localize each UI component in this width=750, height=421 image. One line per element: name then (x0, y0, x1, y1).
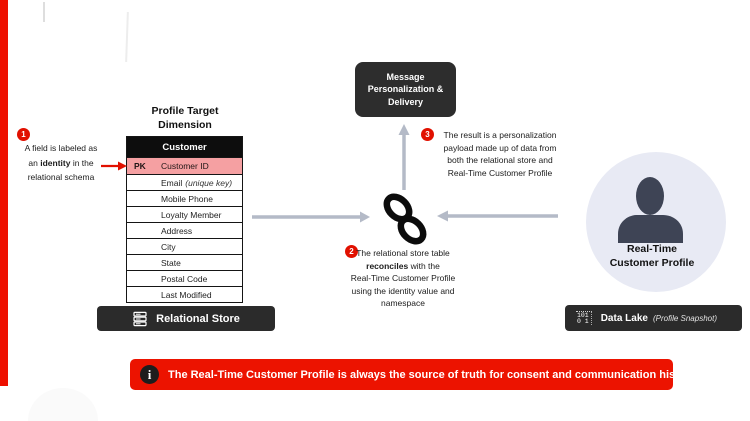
table-header-customer: Customer (127, 137, 242, 157)
profile-label-line1: Real-Time (627, 243, 677, 255)
table-row: Email (unique key) (127, 174, 242, 190)
table-title: Profile Target Dimension (118, 104, 252, 132)
row-label: Address (161, 225, 193, 236)
table-row: Postal Code (127, 270, 242, 286)
row-label: Mobile Phone (161, 193, 213, 204)
artifact-mark (43, 2, 45, 22)
annotation-line: Real-Time Customer Profile (447, 167, 553, 178)
right-to-center-arrow (437, 210, 558, 222)
annotation-2-badge: 2 (345, 245, 358, 258)
person-icon (618, 177, 683, 243)
data-lake-note: (Profile Snapshot) (652, 313, 717, 323)
annotation-line: reconciles with the (366, 260, 440, 271)
annotation-line: The relational store table (356, 248, 450, 258)
message-personalization-box: Message Personalization & Delivery (355, 62, 456, 117)
row-label: Postal Code (161, 273, 208, 284)
row-label: Email (161, 177, 183, 188)
info-icon: i (140, 365, 159, 384)
table-row: Mobile Phone (127, 190, 242, 206)
profile-circle-label: Real-Time Customer Profile (582, 243, 722, 270)
relational-store-badge: Relational Store (97, 306, 275, 331)
table-row: Loyalty Member (127, 206, 242, 222)
pk-value-label: Customer ID (161, 161, 209, 171)
source-of-truth-banner: i The Real-Time Customer Profile is alwa… (130, 359, 696, 390)
table-row-pk: PK Customer ID (127, 157, 242, 174)
row-label: City (161, 241, 176, 252)
left-edge-accent-bar (0, 0, 8, 386)
table-title-line1: Profile Target (151, 105, 219, 117)
row-note: (unique key) (185, 177, 233, 188)
message-box-line2: Personalization & (367, 84, 444, 95)
annotation-line: Real-Time Customer Profile (350, 273, 456, 283)
annotation-line: relational schema (27, 172, 95, 182)
data-lake-label: Data Lake (600, 312, 648, 324)
left-to-center-arrow (252, 211, 370, 223)
annotation-line: The result is a personalization (443, 130, 557, 140)
up-arrow (398, 124, 410, 190)
banner-text: The Real-Time Customer Profile is always… (168, 368, 696, 381)
chain-link-icon (383, 193, 427, 245)
annotation-line: using the identity value and (351, 285, 455, 296)
artifact-mark (125, 11, 129, 63)
table-row: State (127, 254, 242, 270)
annotation-2-text: The relational store table reconciles wi… (342, 247, 464, 310)
red-pointer-arrow (101, 161, 127, 171)
annotation-line: A field is labeled as (24, 143, 98, 153)
artifact-mark (28, 388, 98, 421)
annotation-1-badge: 1 (17, 128, 30, 141)
table-row: City (127, 238, 242, 254)
message-box-line3: Delivery (387, 96, 424, 107)
annotation-line: an identity in the (28, 157, 94, 168)
annotation-3-badge: 3 (421, 128, 434, 141)
real-time-profile-circle: Real-Time Customer Profile (586, 152, 726, 292)
annotation-1-text: A field is labeled as an identity in the… (14, 141, 108, 185)
annotation-3-text: The result is a personalization payload … (436, 129, 564, 179)
relational-store-label: Relational Store (156, 312, 240, 325)
server-stack-icon (132, 311, 148, 327)
annotation-line: payload made up of data from (443, 142, 557, 153)
profile-label-line2: Customer Profile (609, 256, 695, 269)
row-label: Loyalty Member (161, 209, 222, 220)
row-label: Last Modified (161, 289, 212, 300)
table-row: Last Modified (127, 286, 242, 302)
message-box-line1: Message (386, 71, 425, 82)
pk-key-label: PK (134, 161, 146, 171)
annotation-line: namespace (381, 298, 425, 308)
table-title-line2: Dimension (158, 119, 212, 131)
row-label: State (161, 257, 181, 268)
customer-dimension-table: Customer PK Customer ID Email (unique ke… (126, 136, 243, 303)
table-row: Address (127, 222, 242, 238)
annotation-line: both the relational store and (447, 155, 553, 165)
